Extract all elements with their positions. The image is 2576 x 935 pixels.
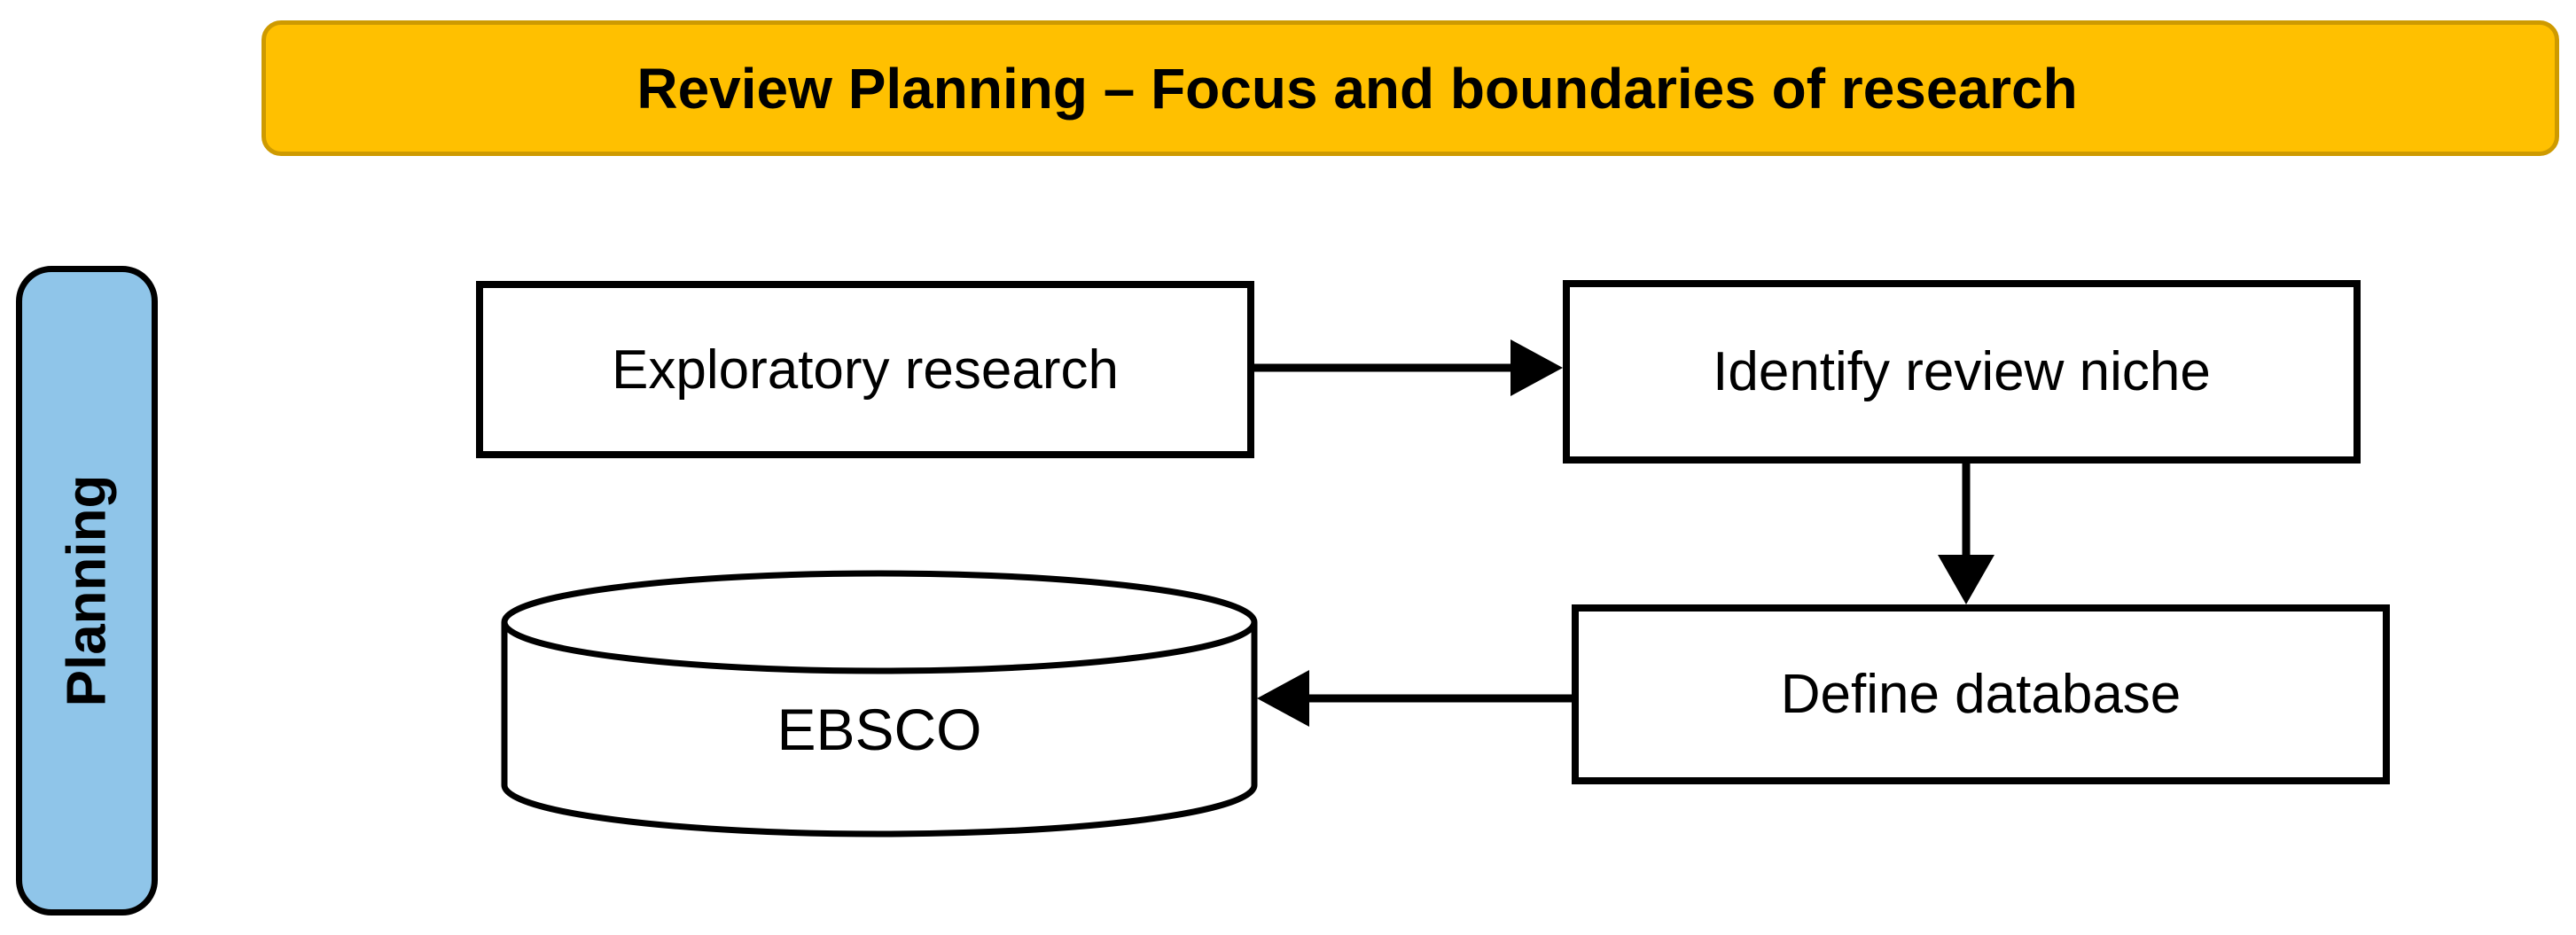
arrow-identify-to-define [1938, 464, 1994, 604]
arrow-identify-to-define-head [1938, 555, 1994, 604]
banner: Review Planning – Focus and boundaries o… [262, 20, 2559, 156]
arrow-exploratory-to-identify [1254, 339, 1563, 396]
arrow-define-to-database-head [1257, 670, 1309, 727]
database-node-ebsco: EBSCO [504, 697, 1254, 762]
node-define-database: Define database [1572, 604, 2390, 784]
node-exploratory-research-label: Exploratory research [611, 339, 1120, 401]
banner-title: Review Planning – Focus and boundaries o… [636, 56, 2078, 121]
node-define-database-label: Define database [1780, 664, 2182, 725]
database-cylinder-top [501, 570, 1258, 674]
planning-phase-label: Planning [56, 474, 118, 707]
node-exploratory-research: Exploratory research [476, 281, 1254, 458]
node-identify-review-niche-label: Identify review niche [1713, 341, 2211, 402]
arrow-define-to-database [1257, 670, 1572, 727]
arrow-exploratory-to-identify-head [1510, 339, 1563, 396]
node-identify-review-niche: Identify review niche [1563, 280, 2361, 464]
database-label: EBSCO [777, 697, 982, 762]
planning-phase-bar: Planning [16, 266, 158, 916]
